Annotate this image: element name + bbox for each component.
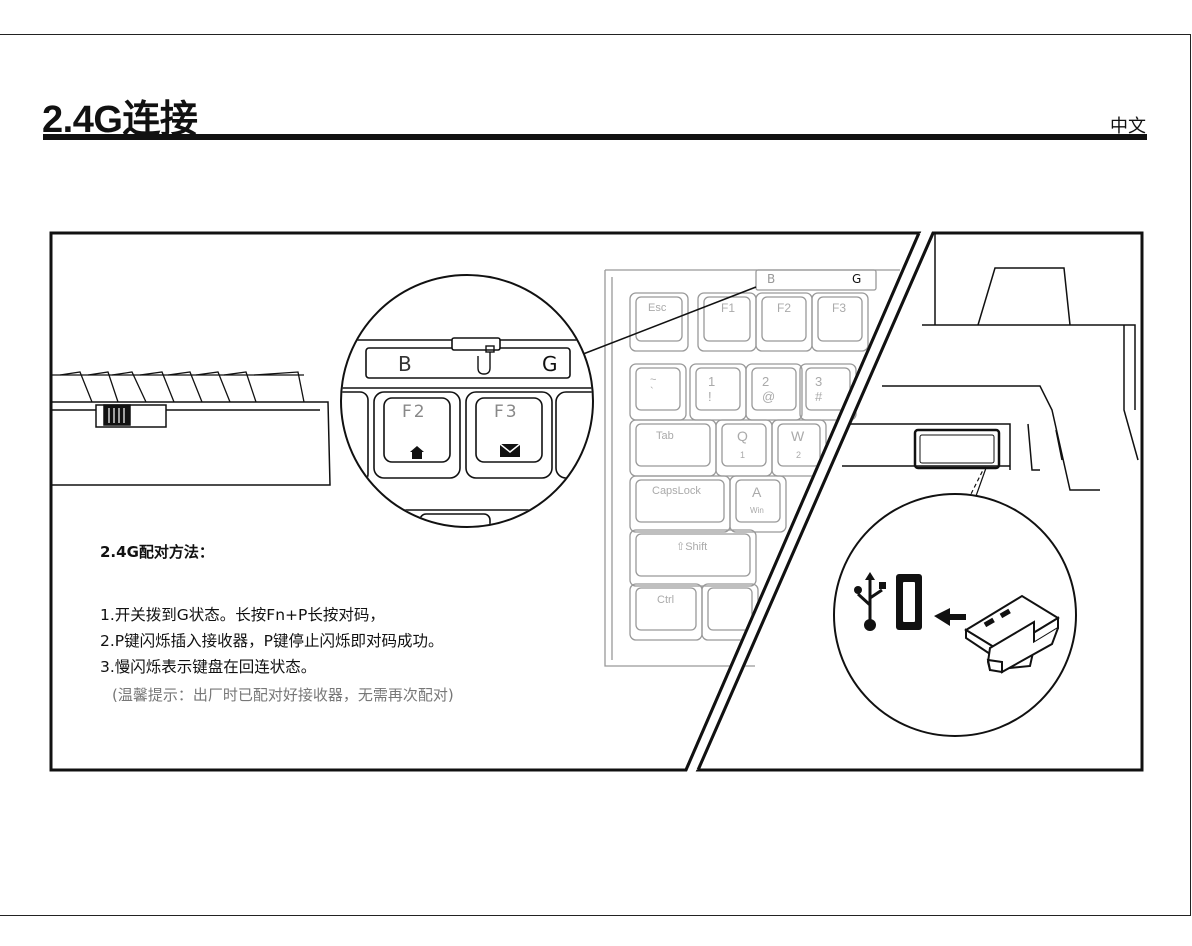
page-frame [0,34,1191,916]
key-3-label: 3 # [815,374,823,404]
method-heading: 2.4G配对方法： [100,543,214,561]
usb-icon [854,572,886,631]
usb-cable-icon [477,345,495,375]
home-icon [410,446,424,459]
key-tilde-label: ~ ` [650,374,657,398]
usb-port-icon [896,574,922,630]
key-w-label: W [791,428,805,444]
switch-zoom-circle [340,274,594,528]
switch-right-mark-small: G [852,272,862,286]
key-q-sub: 1 [740,450,746,460]
switch-left-mark-small: B [767,272,776,286]
step-2: 2.P键闪烁插入接收器，P键停止闪烁即对码成功。 [100,632,444,650]
keyboard-top-view [604,269,900,667]
arrow-left-icon [934,608,966,626]
key-f2-label: F2 [777,301,792,315]
key-1-label: 1 ! [708,374,716,404]
usb-dongle-icon [964,594,1060,674]
key-a-label: A [752,484,762,500]
key-w-sub: 2 [796,450,802,460]
key-q-label: Q [737,428,748,444]
key-esc-label: Esc [648,302,667,314]
key-f3-label: F3 [832,301,847,315]
step-3: 3.慢闪烁表示键盘在回连状态。 [100,658,317,676]
key-ctrl-label: Ctrl [657,594,675,606]
key-capslock-label: CapsLock [652,485,701,497]
switch-left-mark: B [398,352,412,376]
title-rule [43,134,1147,140]
keyboard-side-view [52,371,331,486]
language-label: 中文 [1110,116,1146,137]
keyboard-side-right [842,233,1139,491]
key-tab-label: Tab [656,430,674,442]
key-2-label: 2 @ [762,374,776,404]
tip-text: (温馨提示：出厂时已配对好接收器，无需再次配对) [112,686,454,704]
key-shift-label: ⇧Shift [676,541,708,553]
zoom-key-f3-label: F3 [494,402,519,422]
step-1: 1.开关拨到G状态。长按Fn+P长按对码， [100,606,385,624]
key-a-sub: Win [750,506,764,515]
zoom-key-f2-label: F2 [402,402,427,422]
method-steps: 1.开关拨到G状态。长按Fn+P长按对码， 2.P键闪烁插入接收器，P键停止闪烁… [100,602,443,680]
switch-right-mark: G [542,352,558,376]
key-f1-label: F1 [721,301,736,315]
mail-icon [499,443,521,457]
